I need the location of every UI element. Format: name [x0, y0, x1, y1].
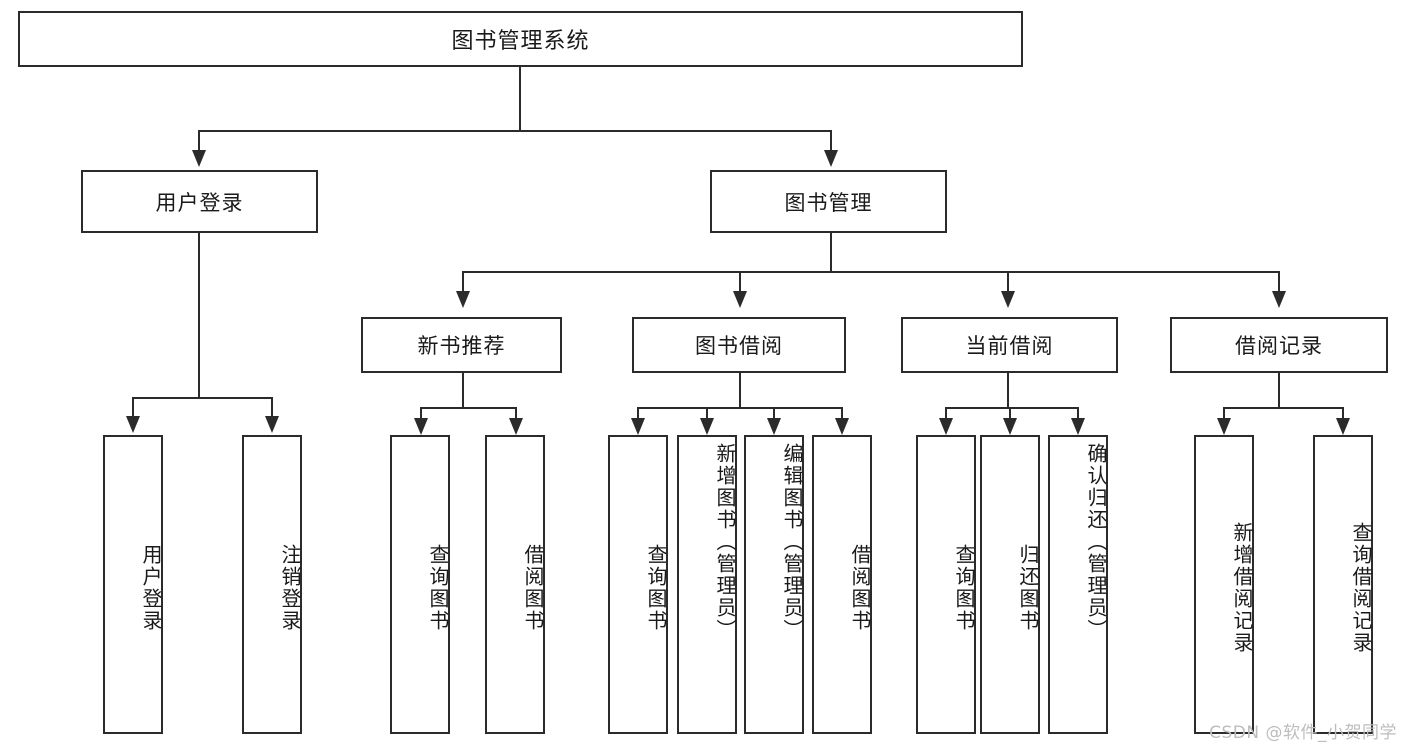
node-label: 注销登录 — [278, 543, 302, 632]
arrow-to-leaf-user-logout — [265, 416, 279, 433]
node-borrow-record[interactable]: 借阅记录 — [1170, 317, 1388, 373]
leaf-query-borrow-record[interactable]: 查询借阅记录 — [1313, 435, 1373, 734]
node-label: 确认归还（管理员） — [1084, 443, 1108, 641]
edge-root-to-user-login — [198, 130, 200, 152]
node-new-book-recommend[interactable]: 新书推荐 — [361, 317, 562, 373]
arrow-to-leaf-query-book-3 — [939, 418, 953, 435]
edge-bm-to-borrow-record — [1278, 271, 1280, 293]
arrow-to-book-borrow — [733, 291, 747, 308]
edge-borrow-record-stem — [1278, 373, 1280, 408]
leaf-add-book-admin[interactable]: 新增图书（管理员） — [677, 435, 737, 734]
leaf-query-book-borrow[interactable]: 查询图书 — [608, 435, 668, 734]
arrow-to-leaf-return-book — [1003, 418, 1017, 435]
arrow-to-leaf-user-login — [126, 416, 140, 433]
leaf-confirm-return-admin[interactable]: 确认归还（管理员） — [1048, 435, 1108, 734]
leaf-add-borrow-record[interactable]: 新增借阅记录 — [1194, 435, 1254, 734]
leaf-return-book[interactable]: 归还图书 — [980, 435, 1040, 734]
edge-current-borrow-bus — [945, 407, 1078, 409]
edge-root-stem — [519, 67, 521, 131]
edge-user-login-stem — [198, 233, 200, 398]
arrow-to-leaf-borrow-book-1 — [509, 418, 523, 435]
arrow-to-leaf-confirm-return — [1071, 418, 1085, 435]
edge-user-login-to-leaf-2 — [271, 397, 273, 417]
node-book-management[interactable]: 图书管理 — [710, 170, 947, 233]
arrow-to-leaf-add-book — [700, 418, 714, 435]
leaf-query-book-current[interactable]: 查询图书 — [916, 435, 976, 734]
node-label: 用户登录 — [139, 543, 163, 632]
node-label: 查询图书 — [644, 543, 668, 632]
edge-br-to-leaf-1 — [1223, 407, 1225, 419]
arrow-to-borrow-record — [1272, 291, 1286, 308]
node-label: 查询图书 — [952, 543, 976, 632]
node-label: 查询图书 — [426, 543, 450, 632]
edge-cb-to-leaf-1 — [945, 407, 947, 419]
node-user-login[interactable]: 用户登录 — [81, 170, 318, 233]
edge-new-book-bus — [420, 407, 516, 409]
node-root-book-management-system[interactable]: 图书管理系统 — [18, 11, 1023, 67]
edge-br-to-leaf-2 — [1342, 407, 1344, 419]
leaf-borrow-book-borrow[interactable]: 借阅图书 — [812, 435, 872, 734]
edge-bb-to-leaf-1 — [637, 407, 639, 419]
arrow-to-leaf-query-book-2 — [631, 418, 645, 435]
edge-book-management-stem — [830, 233, 832, 272]
arrow-to-current-borrow — [1001, 291, 1015, 308]
edge-bb-to-leaf-4 — [841, 407, 843, 419]
node-label: 新增图书（管理员） — [713, 443, 737, 641]
edge-new-book-to-leaf-1 — [420, 407, 422, 419]
node-label: 借阅记录 — [1235, 334, 1323, 358]
node-current-borrow[interactable]: 当前借阅 — [901, 317, 1118, 373]
edge-new-book-stem — [462, 373, 464, 408]
edge-book-borrow-stem — [739, 373, 741, 408]
node-label: 图书管理 — [784, 190, 873, 215]
arrow-to-new-book-recommend — [456, 291, 470, 308]
edge-user-login-bus — [132, 397, 272, 399]
edge-book-management-bus — [462, 271, 1279, 273]
leaf-edit-book-admin[interactable]: 编辑图书（管理员） — [744, 435, 804, 734]
edge-bb-to-leaf-2 — [706, 407, 708, 419]
arrow-to-leaf-query-record — [1336, 418, 1350, 435]
edge-root-bus — [198, 130, 832, 132]
node-label: 编辑图书（管理员） — [780, 443, 804, 641]
edge-borrow-record-bus — [1223, 407, 1343, 409]
csdn-watermark: CSDN @软件_小贺同学 — [1209, 723, 1397, 743]
edge-current-borrow-stem — [1007, 373, 1009, 408]
node-label: 新增借阅记录 — [1230, 521, 1254, 654]
arrow-to-book-management — [824, 150, 838, 167]
node-book-borrow[interactable]: 图书借阅 — [632, 317, 846, 373]
edge-bm-to-new-book — [462, 271, 464, 293]
edge-user-login-to-leaf-1 — [132, 397, 134, 417]
leaf-borrow-book-new[interactable]: 借阅图书 — [485, 435, 545, 734]
node-label: 归还图书 — [1016, 543, 1040, 632]
arrow-to-leaf-edit-book — [767, 418, 781, 435]
edge-cb-to-leaf-3 — [1077, 407, 1079, 419]
node-label: 当前借阅 — [965, 334, 1054, 358]
arrow-to-user-login — [192, 150, 206, 167]
node-label: 图书管理系统 — [451, 29, 590, 54]
node-label: 用户登录 — [155, 190, 244, 215]
arrow-to-leaf-add-record — [1217, 418, 1231, 435]
leaf-user-logout[interactable]: 注销登录 — [242, 435, 302, 734]
node-label: 图书借阅 — [695, 334, 783, 358]
edge-cb-to-leaf-2 — [1009, 407, 1011, 419]
node-label: 查询借阅记录 — [1349, 521, 1373, 654]
node-label: 借阅图书 — [521, 543, 545, 632]
arrow-to-leaf-query-book-1 — [414, 418, 428, 435]
node-label: 借阅图书 — [848, 543, 872, 632]
leaf-query-book-new[interactable]: 查询图书 — [390, 435, 450, 734]
edge-book-borrow-bus — [637, 407, 842, 409]
edge-root-to-book-management — [830, 130, 832, 152]
leaf-user-login[interactable]: 用户登录 — [103, 435, 163, 734]
arrow-to-leaf-borrow-book-2 — [835, 418, 849, 435]
edge-new-book-to-leaf-2 — [515, 407, 517, 419]
edge-bm-to-current-borrow — [1007, 271, 1009, 293]
edge-bb-to-leaf-3 — [773, 407, 775, 419]
node-label: 新书推荐 — [417, 334, 506, 358]
edge-bm-to-book-borrow — [739, 271, 741, 293]
